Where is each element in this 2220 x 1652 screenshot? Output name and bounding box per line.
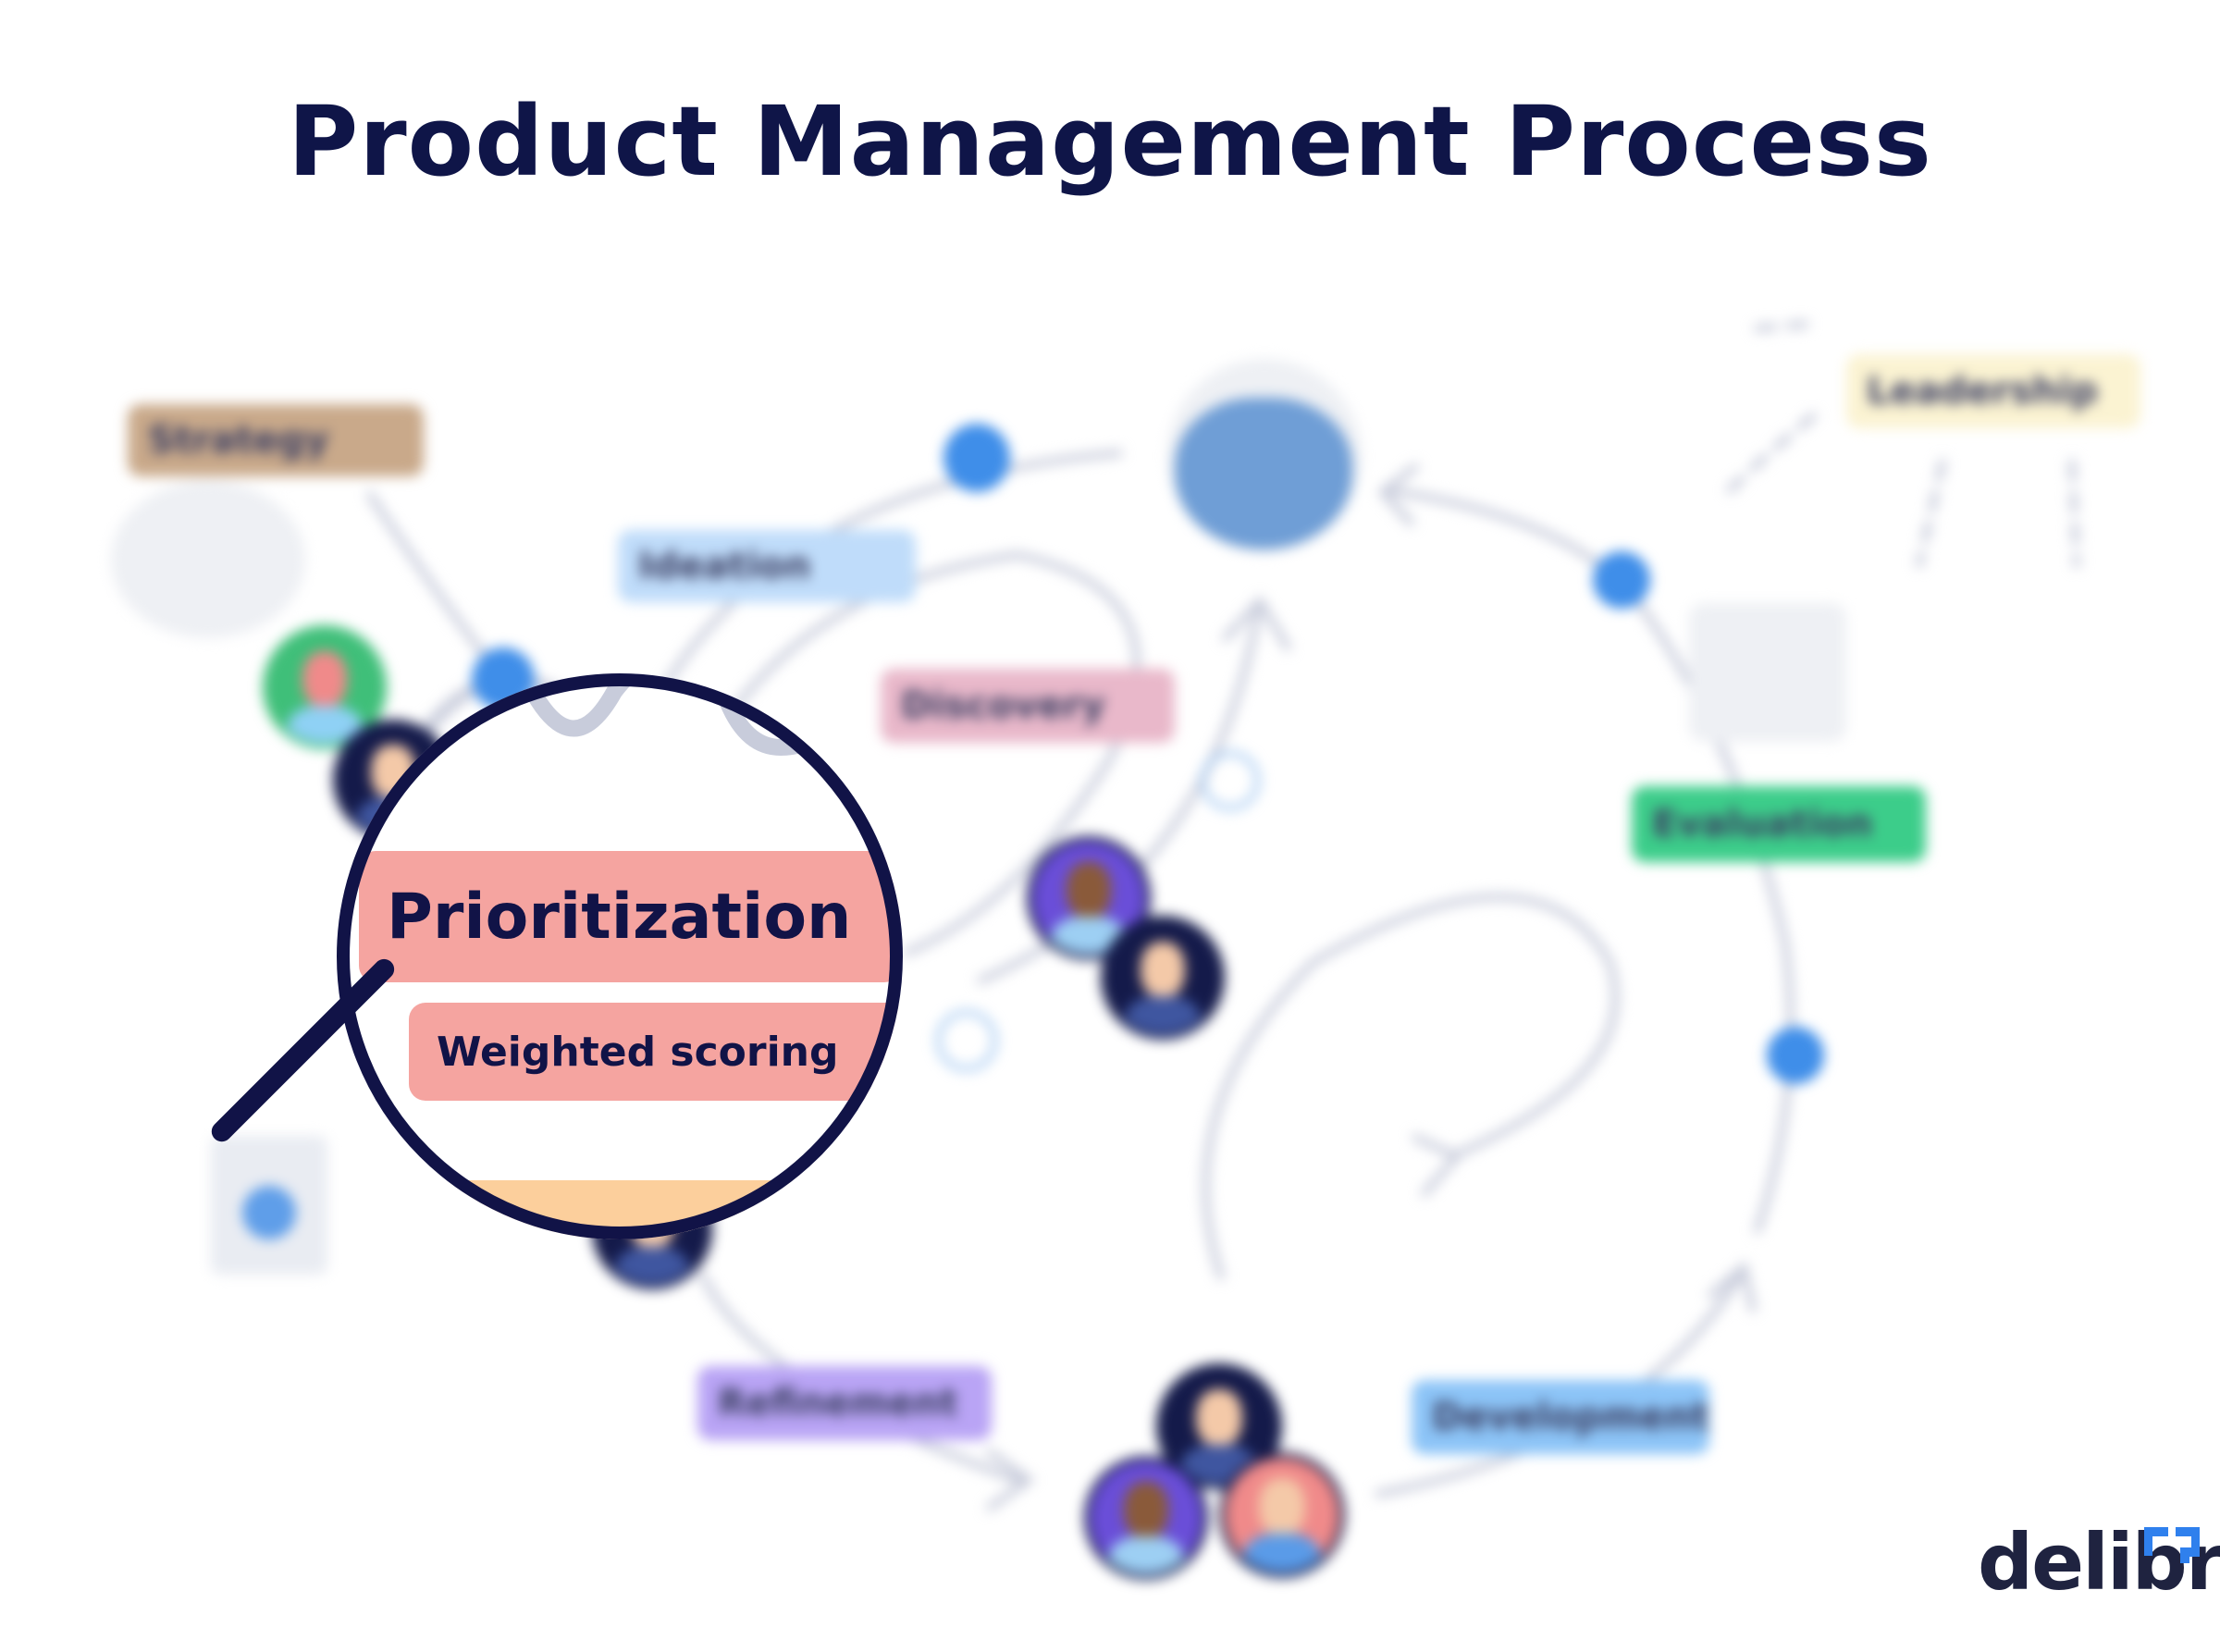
page-title: Product Management Process (288, 85, 1932, 198)
center-loop (1202, 894, 1620, 1280)
development-arrowhead (1708, 1260, 1757, 1313)
heart-icon (1767, 1027, 1824, 1084)
leadership-arrow-3 (1916, 459, 1946, 568)
brand-mark-icon (2144, 1527, 2200, 1563)
evaluation-label: Evaluation (1632, 786, 1926, 862)
recycle-icon (242, 1186, 296, 1239)
leadership-arrow-4 (2068, 459, 2080, 568)
leadership-label: Leadership (1846, 354, 2140, 428)
refinement-arrowhead (986, 1449, 1035, 1511)
ideation-label: Ideation (618, 530, 916, 602)
avatar (1101, 916, 1225, 1040)
refinement-label: Refinement (697, 1366, 992, 1440)
discovery-label: Discovery (881, 669, 1175, 743)
center-arrowhead (1412, 1134, 1463, 1197)
strategy-label: Strategy (128, 404, 424, 476)
leadership-arrow-1 (1754, 320, 1817, 332)
development-label: Development (1412, 1380, 1709, 1454)
chart-bubble-icon (111, 481, 305, 638)
next-card-strip (392, 1180, 903, 1239)
heart-outline-icon (936, 1010, 997, 1071)
ideation-curve (662, 450, 1123, 688)
heart-outline-icon (1201, 751, 1260, 810)
strategy-connector (366, 491, 503, 679)
discovery-arrow (977, 607, 1262, 984)
lens-scallop-line (365, 673, 845, 757)
magnifier-lens: Prioritization Weighted scoring (337, 673, 903, 1239)
chart-card-icon (1689, 603, 1846, 742)
discovery-arrowhead (1222, 595, 1291, 651)
heart-icon (1593, 551, 1650, 609)
avatar (1219, 1452, 1345, 1578)
weighted-scoring-label: Weighted scoring (409, 1003, 903, 1101)
team-figures-icon (1175, 398, 1352, 549)
prioritization-label: Prioritization (359, 851, 901, 982)
idea-bulb-icon (944, 424, 1010, 492)
leadership-arrow-2 (1726, 413, 1817, 494)
avatar (1084, 1456, 1208, 1580)
evaluation-arrowhead (1377, 463, 1419, 526)
